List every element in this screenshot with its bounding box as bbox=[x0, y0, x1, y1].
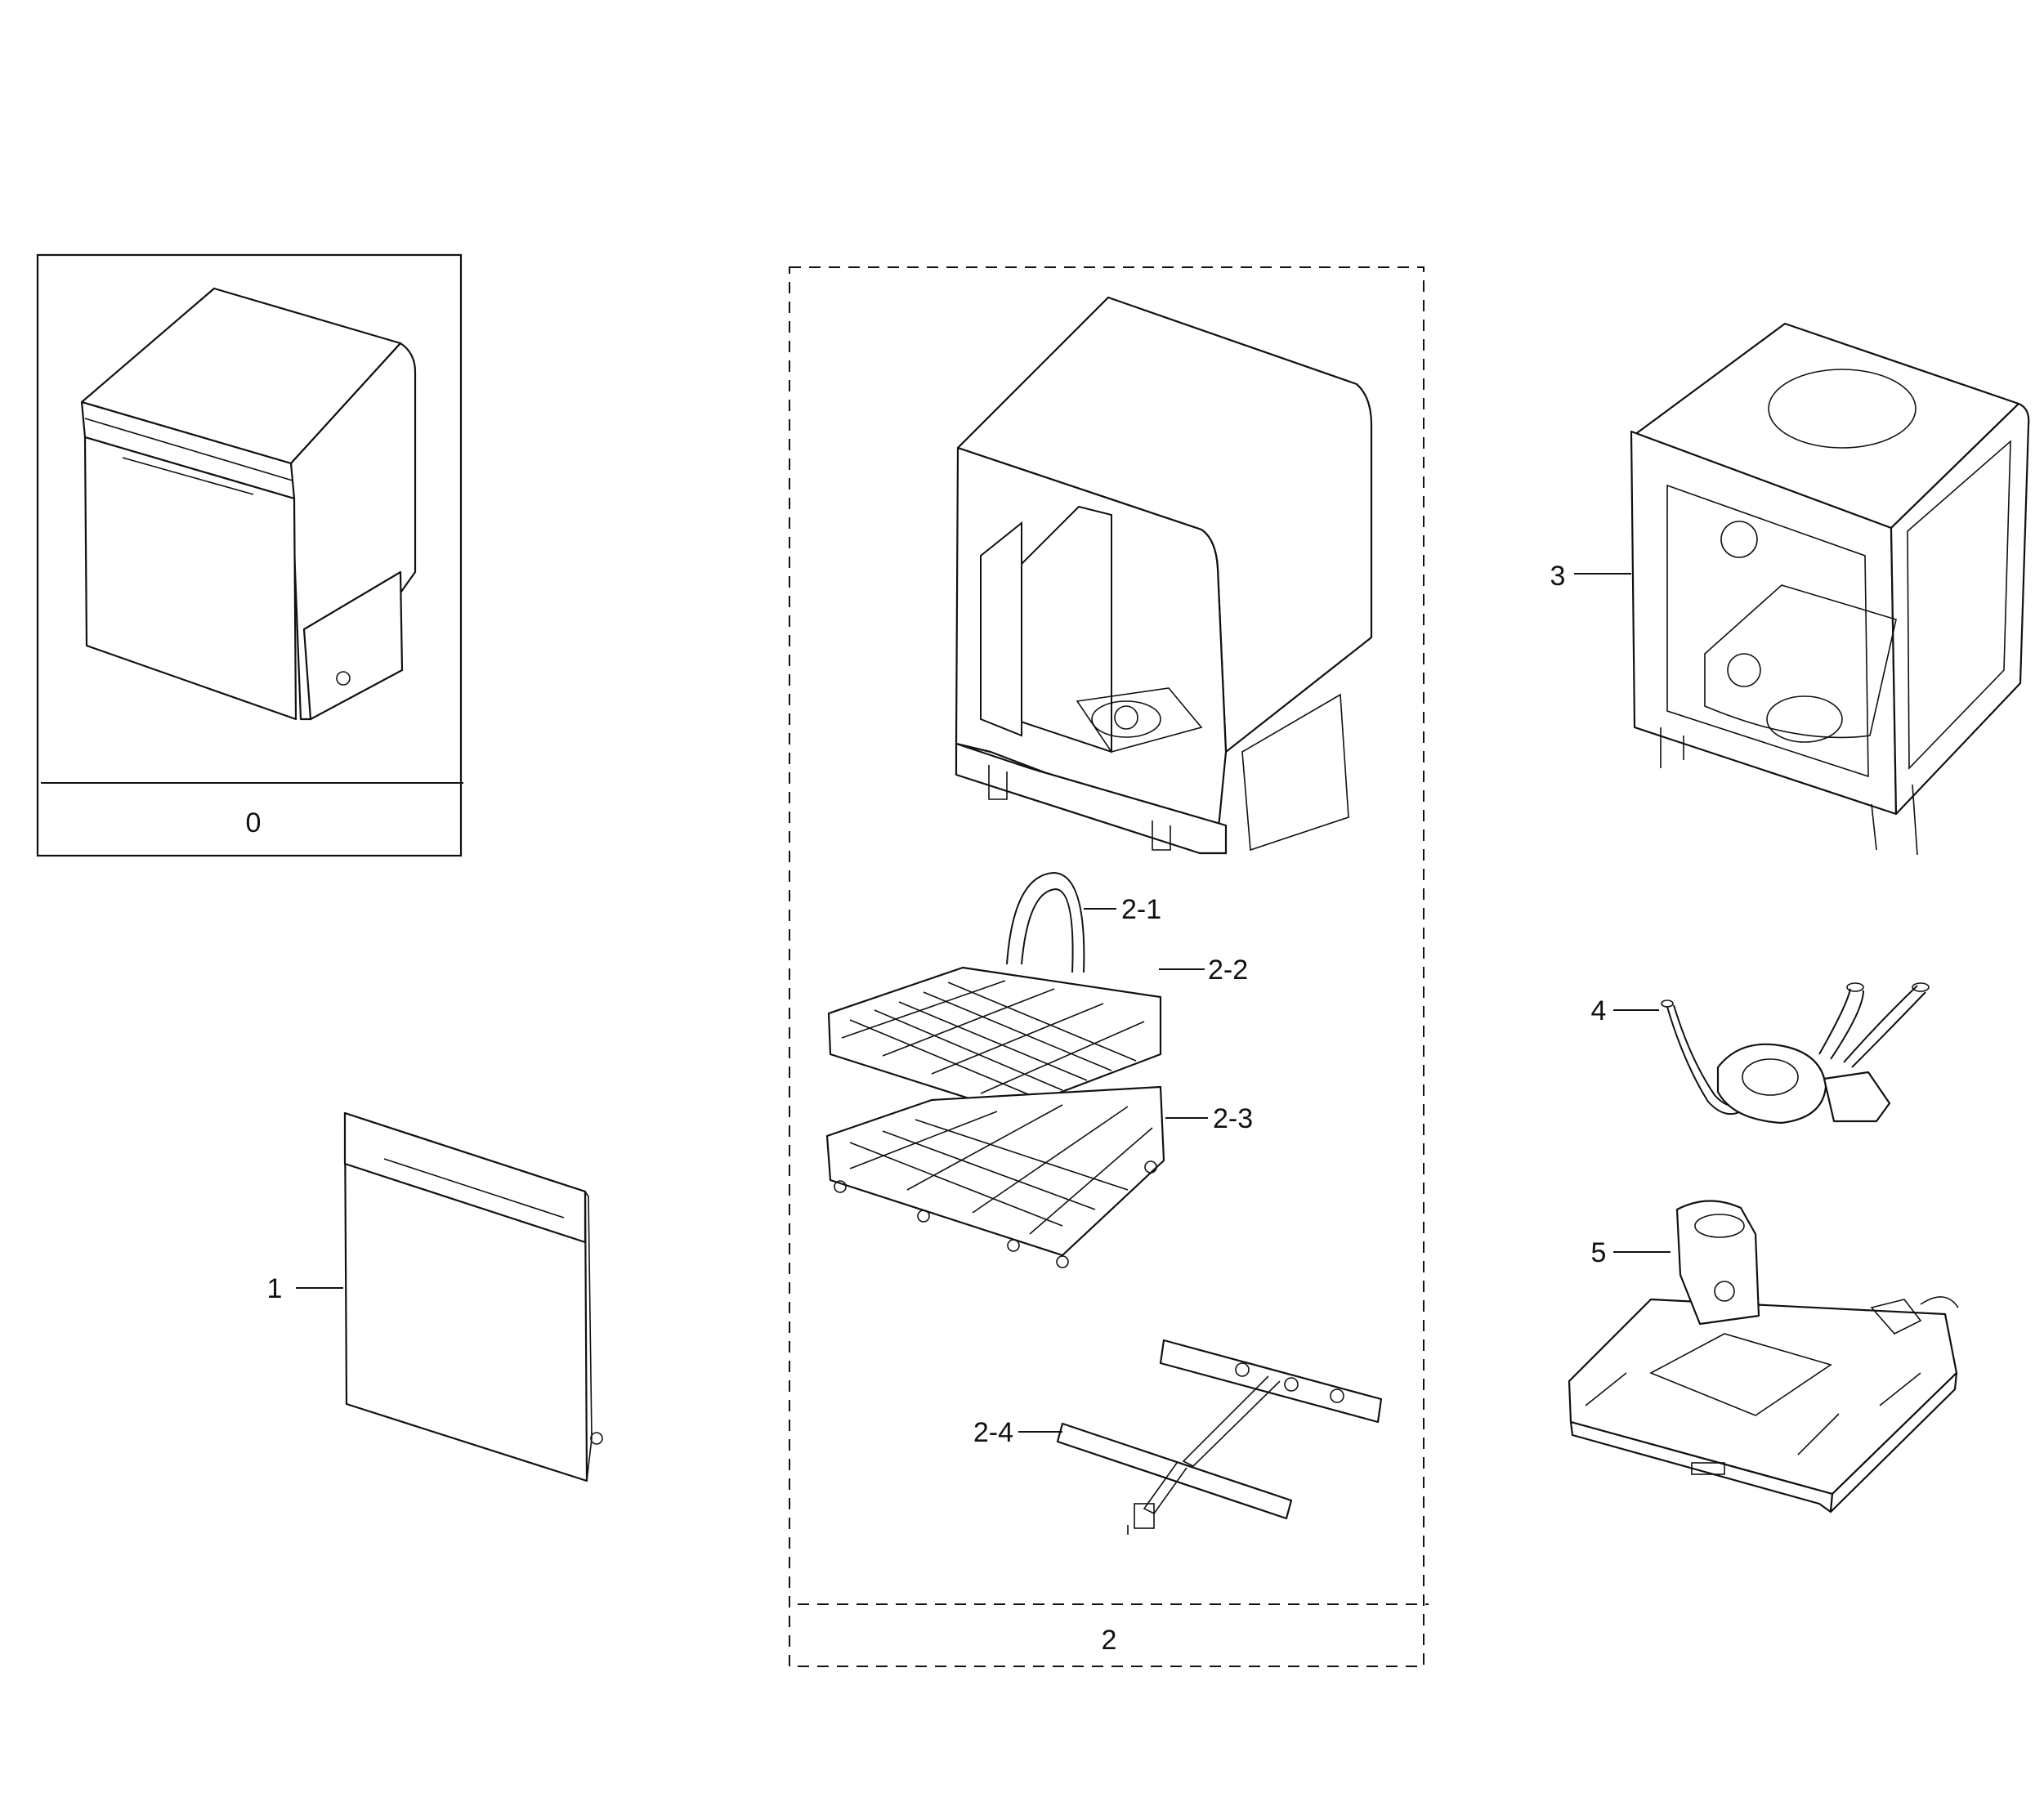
assembly-0-panel: 0 bbox=[36, 253, 463, 857]
base-illustration bbox=[1568, 1200, 1959, 1514]
base-part: 5 bbox=[1568, 1200, 1959, 1514]
upper-rail-callout: 2-1 bbox=[1121, 894, 1161, 925]
pump-hose-illustration bbox=[1661, 982, 1930, 1125]
assembly-2-panel: 2 bbox=[789, 266, 1429, 1667]
spray-arm-callout: 2-4 bbox=[973, 1417, 1013, 1448]
tub-part: 3 bbox=[1550, 322, 2030, 856]
upper-rack-illustration bbox=[827, 871, 1162, 1113]
tub-callout: 3 bbox=[1550, 561, 1566, 592]
door-part: 1 bbox=[267, 1111, 603, 1482]
lower-rack-callout: 2-3 bbox=[1213, 1103, 1253, 1134]
spray-arm-illustration bbox=[1056, 1339, 1383, 1535]
lower-rack-illustration bbox=[825, 1085, 1165, 1268]
pump-hose-callout: 4 bbox=[1591, 995, 1607, 1026]
base-callout: 5 bbox=[1591, 1237, 1607, 1268]
upper-rack-callout: 2-2 bbox=[1208, 955, 1248, 986]
assembly-2-frame bbox=[789, 266, 1425, 1667]
assembly-0-frame bbox=[36, 253, 463, 857]
door-callout: 1 bbox=[267, 1273, 283, 1304]
assembly-2-callouts: 2-1 2-2 2-3 2-4 bbox=[973, 894, 1253, 1448]
assembly-2-label: 2 bbox=[1102, 1625, 1117, 1656]
pump-hose-part: 4 bbox=[1591, 982, 1930, 1125]
tub-illustration bbox=[1630, 322, 2030, 856]
complete-dishwasher-illustration bbox=[80, 287, 417, 721]
assembly-0-label: 0 bbox=[246, 807, 262, 838]
cabinet-shell-illustration bbox=[955, 296, 1373, 855]
